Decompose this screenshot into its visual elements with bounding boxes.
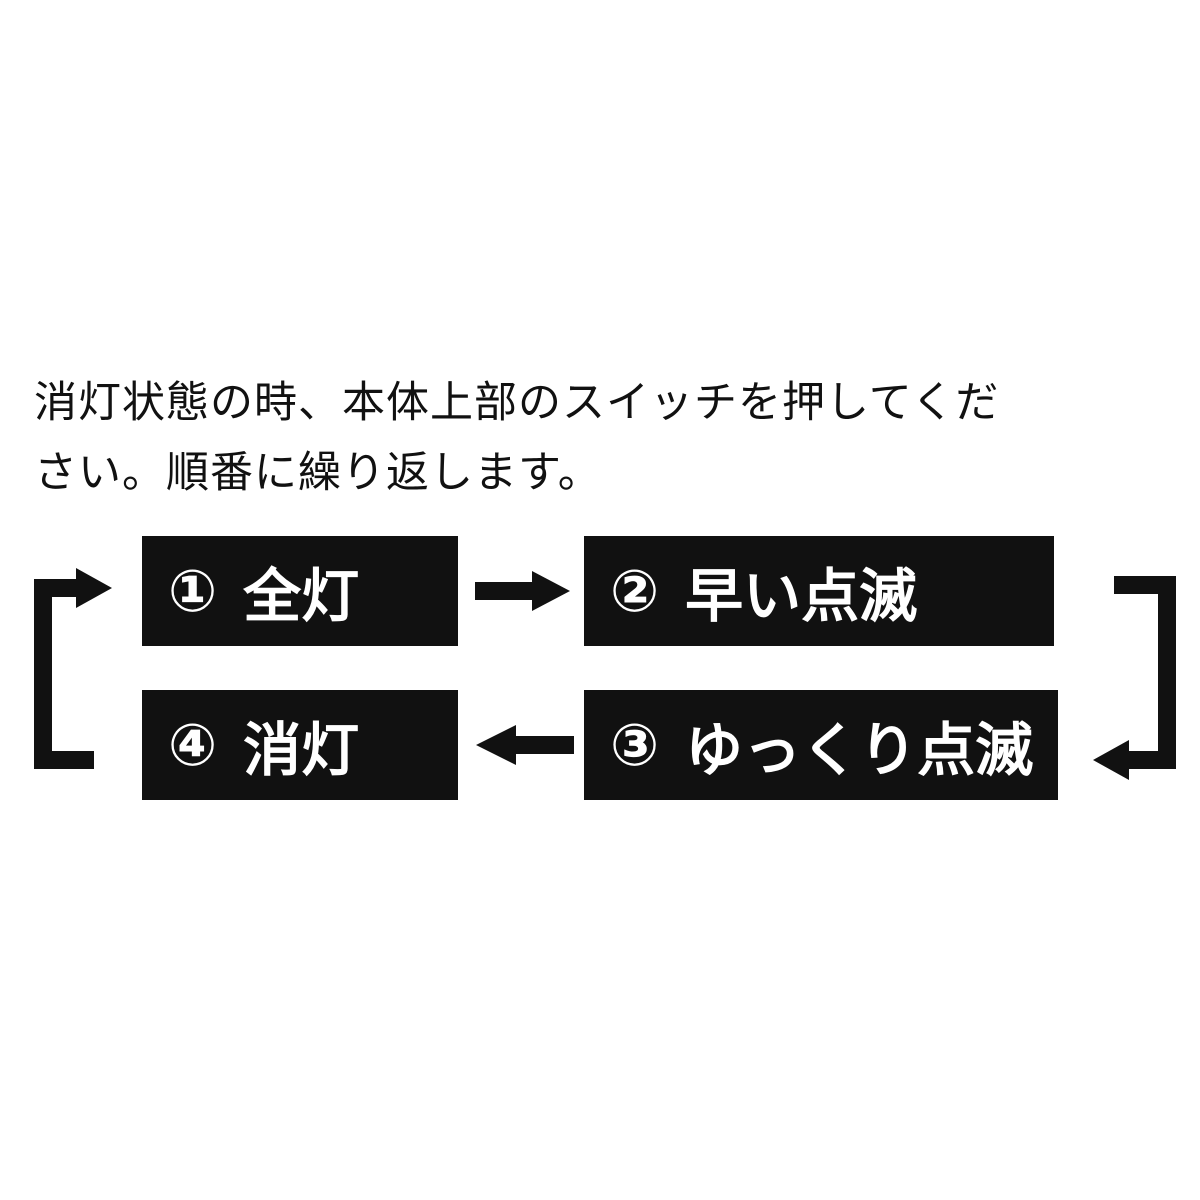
arrow-right-icon	[475, 571, 570, 611]
step-box-off: ④ 消灯	[142, 690, 458, 800]
instruction-text: 消灯状態の時、本体上部のスイッチを押してくだ さい。順番に繰り返します。	[34, 368, 1174, 508]
arrow-left-icon	[476, 725, 574, 765]
step-box-fast-blink: ② 早い点滅	[584, 536, 1054, 646]
step-number-4: ④	[168, 711, 218, 779]
step-number-3: ③	[610, 711, 660, 779]
arrow-loop-up-icon	[34, 568, 112, 769]
step-box-slow-blink: ③ ゆっくり点滅	[584, 690, 1058, 800]
step-label-3: ゆっくり点滅	[685, 716, 1034, 784]
step-number-1: ①	[168, 557, 218, 625]
step-label-2: 早い点滅	[685, 562, 918, 630]
step-box-full-light: ① 全灯	[142, 536, 458, 646]
step-label-4: 消灯	[243, 716, 360, 784]
step-number-2: ②	[610, 557, 660, 625]
step-label-1: 全灯	[243, 562, 360, 630]
arrow-loop-down-icon	[1093, 576, 1176, 780]
instruction-line-2: さい。順番に繰り返します。	[34, 448, 602, 498]
instruction-line-1: 消灯状態の時、本体上部のスイッチを押してくだ	[34, 378, 1000, 428]
